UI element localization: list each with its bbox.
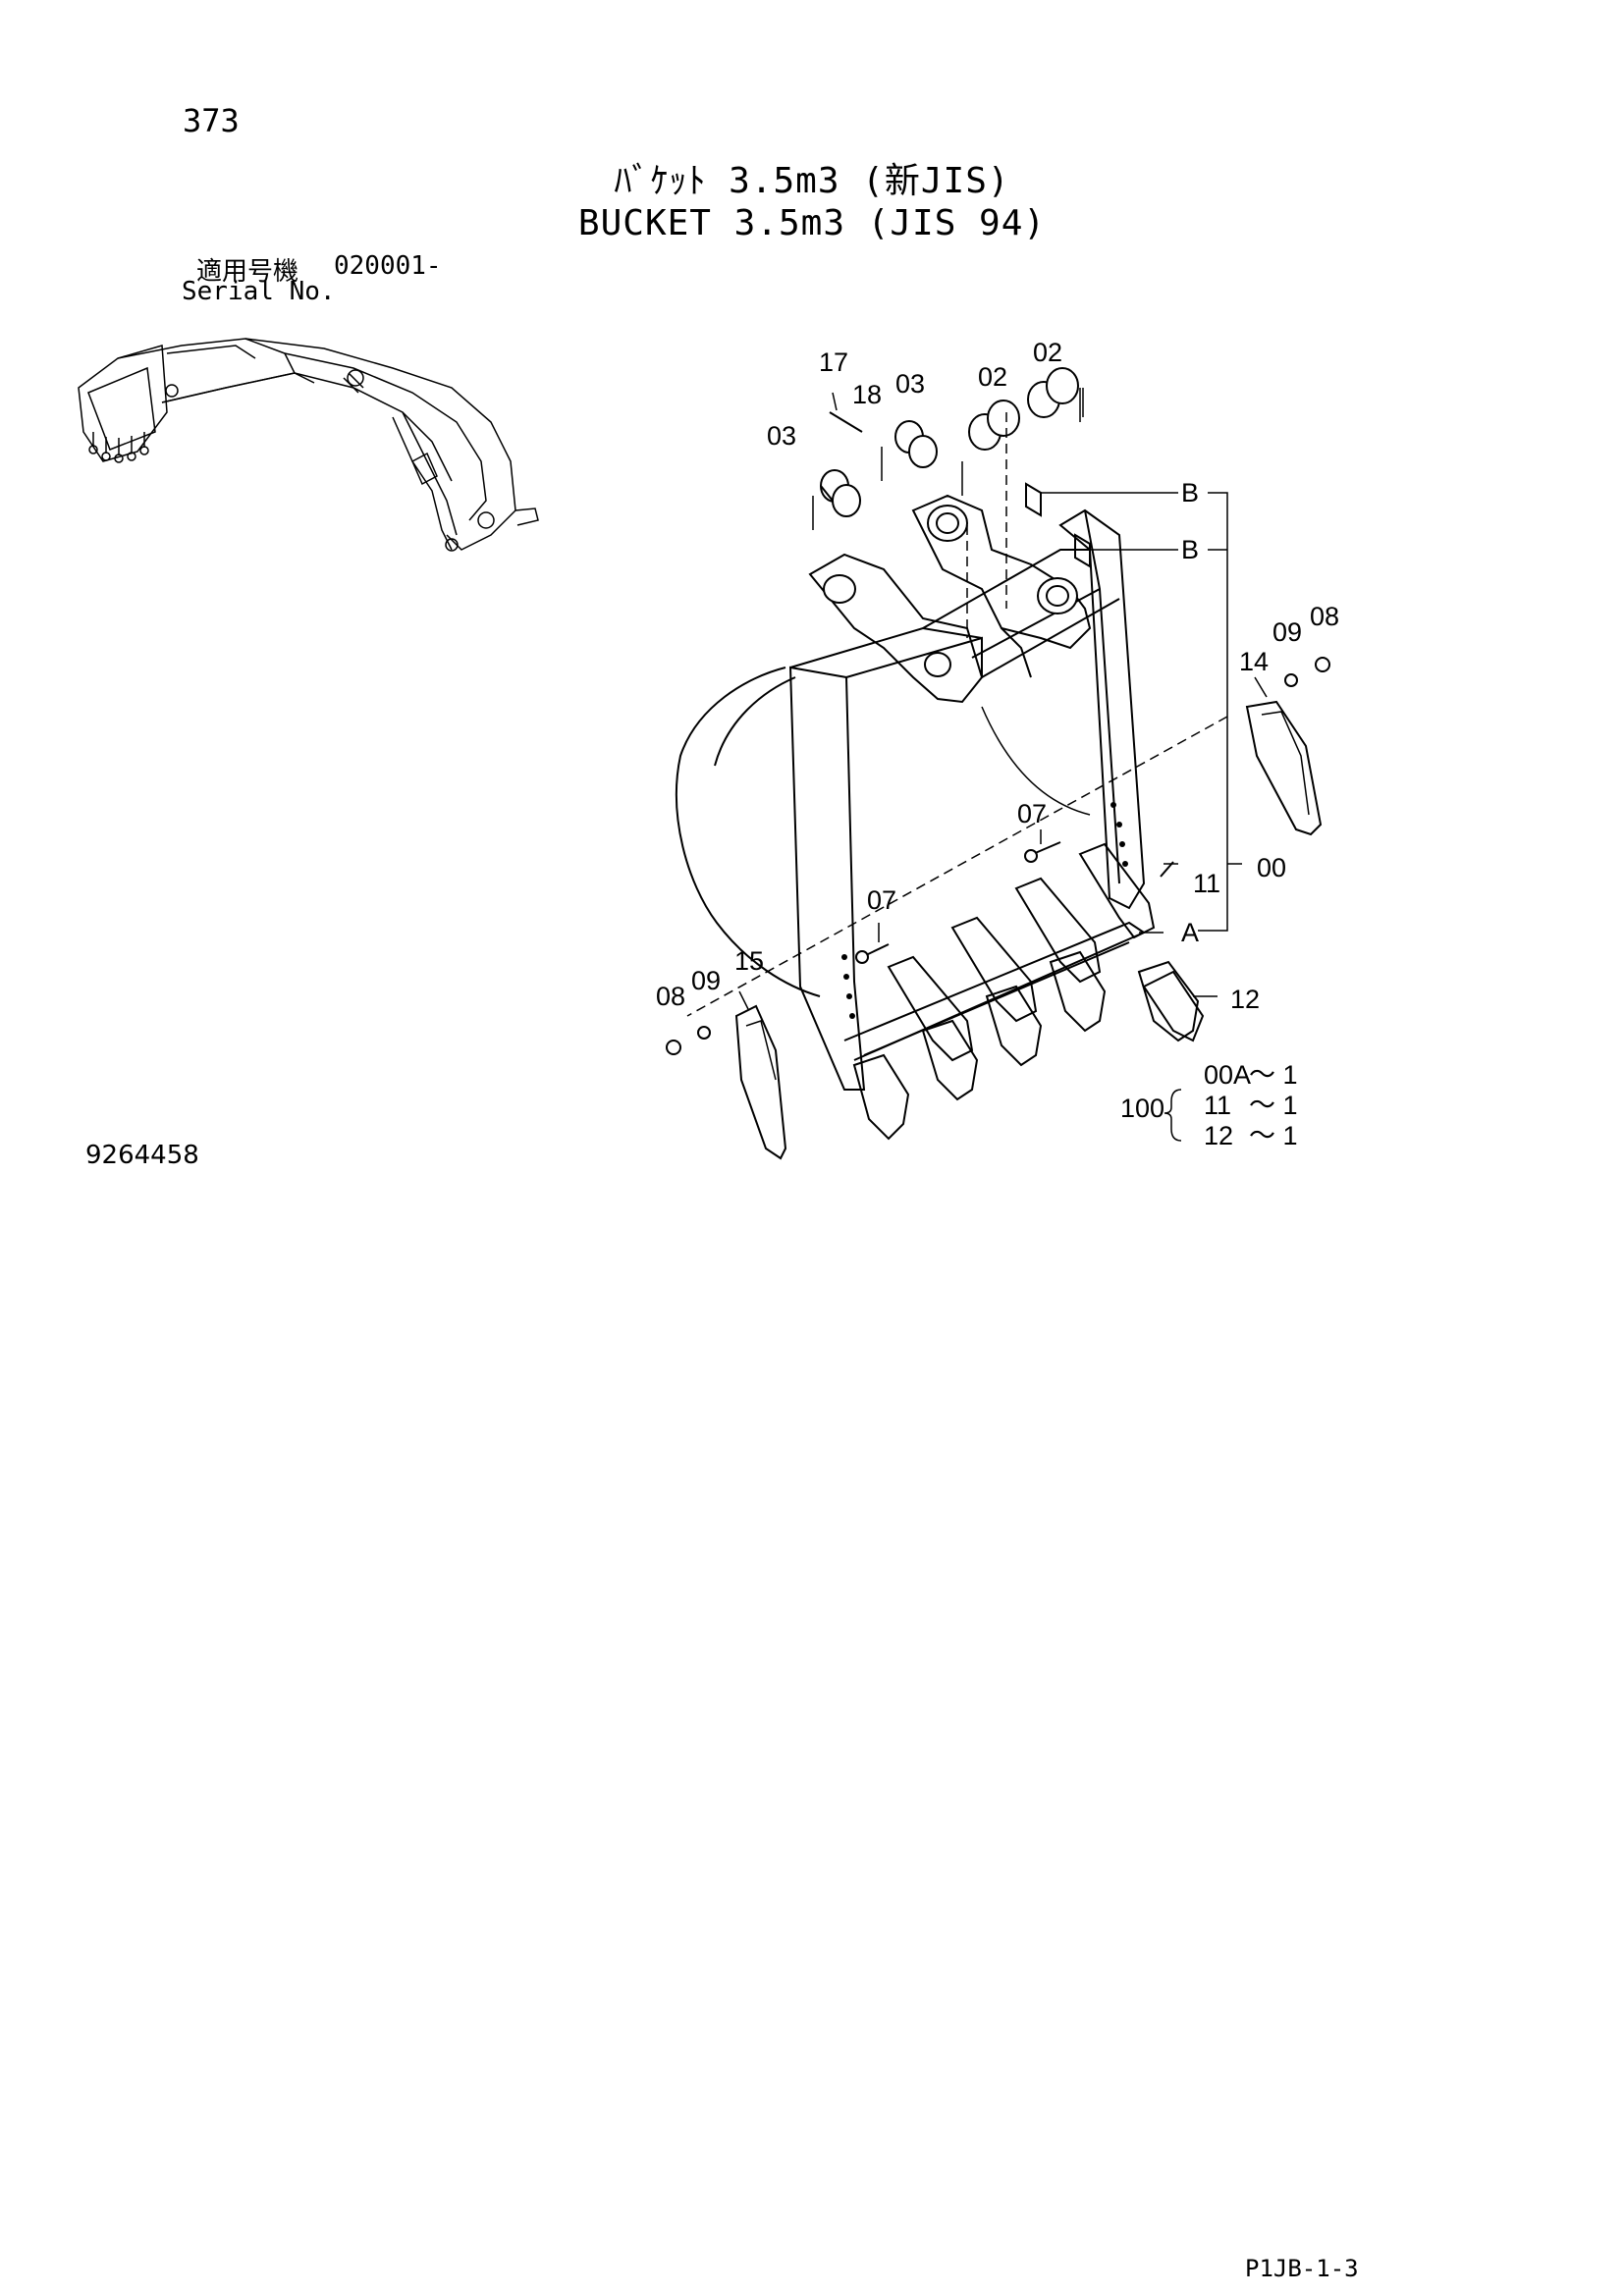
callout-12: 12	[1230, 985, 1260, 1014]
callout-09-lower: 09	[691, 966, 721, 995]
callout-08-lower: 08	[656, 982, 685, 1011]
page-number: 373	[183, 102, 240, 139]
nut-08-lower	[666, 1040, 681, 1055]
callout-14: 14	[1239, 647, 1269, 676]
callout-03-left: 03	[767, 421, 796, 451]
kit-item-part: 12	[1204, 1121, 1233, 1150]
serial-label-english: Serial No.	[182, 277, 336, 306]
callout-02-left: 02	[978, 362, 1007, 392]
title-japanese: ﾊﾞｹｯﾄ 3.5m3 (新JIS)	[614, 161, 1010, 201]
kit-item-qty: ～ 1	[1249, 1121, 1298, 1150]
kit-number: 100	[1120, 1094, 1164, 1123]
bucket-teeth	[852, 950, 1200, 1141]
callout-03-right: 03	[895, 369, 925, 399]
callout-17: 17	[819, 347, 848, 377]
kit-item-part: 11	[1204, 1091, 1231, 1120]
side-cutter-14	[1245, 700, 1323, 836]
washer-09-upper	[1284, 673, 1298, 687]
pin-17-18	[829, 392, 863, 433]
bushing-03-left	[820, 469, 861, 517]
machine-overview-illustration	[78, 338, 539, 552]
stopper-block-b1	[1025, 482, 1042, 517]
side-plate-bolt-holes	[841, 802, 1128, 1019]
kit-item-qty: ～ 1	[1249, 1091, 1298, 1120]
callout-08-upper: 08	[1310, 602, 1339, 631]
callout-15: 15	[734, 946, 764, 976]
callout-b-lower: B	[1181, 535, 1199, 564]
serial-number-value: 020001-	[334, 251, 442, 281]
callout-18: 18	[852, 380, 882, 409]
bushing-03-right	[894, 420, 938, 468]
tooth-adapters	[887, 842, 1156, 1062]
callout-11: 11	[1193, 869, 1220, 898]
tooth-12	[1142, 970, 1205, 1042]
title-english: BUCKET 3.5m3 (JIS 94)	[577, 203, 1047, 243]
kit-item-part: 00A	[1204, 1060, 1251, 1090]
callout-00: 00	[1257, 853, 1286, 882]
bolt-07-upper	[1024, 841, 1061, 863]
washer-09-lower	[697, 1026, 711, 1040]
callout-labels: 17 18 03 03 02 02 B B 09 08 14 07 11 00 …	[656, 338, 1339, 1014]
callout-07-upper: 07	[1017, 799, 1047, 828]
bucket-body	[675, 494, 1147, 1091]
callout-02-right: 02	[1033, 338, 1062, 367]
serial-label-japanese: 適用号機	[196, 257, 299, 287]
stopper-block-b2	[1074, 533, 1091, 568]
callout-09-upper: 09	[1272, 617, 1302, 647]
bushing-02-right	[1027, 367, 1079, 418]
drawing-number: 9264458	[85, 1141, 199, 1170]
kit-item-qty: ～ 1	[1249, 1060, 1298, 1090]
footer-code: P1JB-1-3	[1245, 2255, 1359, 2282]
callout-b-upper: B	[1181, 478, 1199, 507]
callout-07-lower: 07	[867, 885, 896, 915]
callout-a: A	[1181, 918, 1199, 947]
leader-lines	[686, 412, 1268, 1142]
side-cutter-15	[734, 1004, 787, 1160]
nut-08-upper	[1315, 657, 1330, 672]
bushing-02-left	[968, 400, 1020, 451]
kit-list: 100 00A ～ 1 11 ～ 1 12 ～ 1	[1120, 1060, 1298, 1150]
bolt-07-lower	[855, 943, 890, 964]
